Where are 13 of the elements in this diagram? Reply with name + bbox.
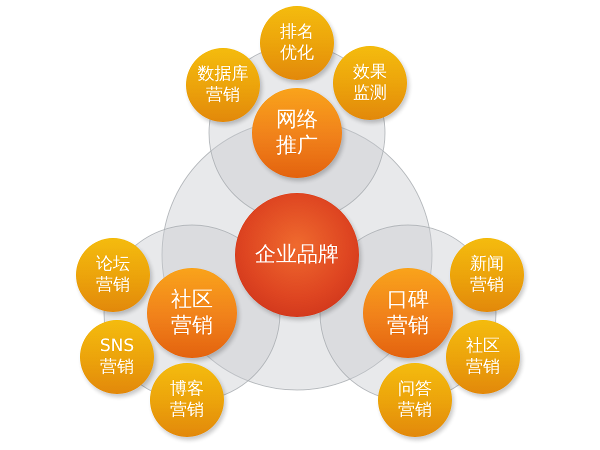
topic-circle: 数据库营销 <box>186 48 260 122</box>
topic-circle: 排名优化 <box>260 6 334 80</box>
topic-circle: 博客营销 <box>150 363 224 437</box>
topic-circle: 论坛营销 <box>76 238 150 312</box>
topic-circle: 问答营销 <box>378 363 452 437</box>
topic-circle: 效果监测 <box>333 46 407 120</box>
topic-circle: 新闻营销 <box>450 238 524 312</box>
hub-circle: 口碑营销 <box>363 268 453 358</box>
hub-circle: 网络推广 <box>252 88 342 178</box>
hub-circle: 社区营销 <box>147 268 237 358</box>
topic-circle: SNS营销 <box>80 320 154 394</box>
topic-circle: 社区营销 <box>446 320 520 394</box>
core-circle: 企业品牌 <box>235 193 359 317</box>
